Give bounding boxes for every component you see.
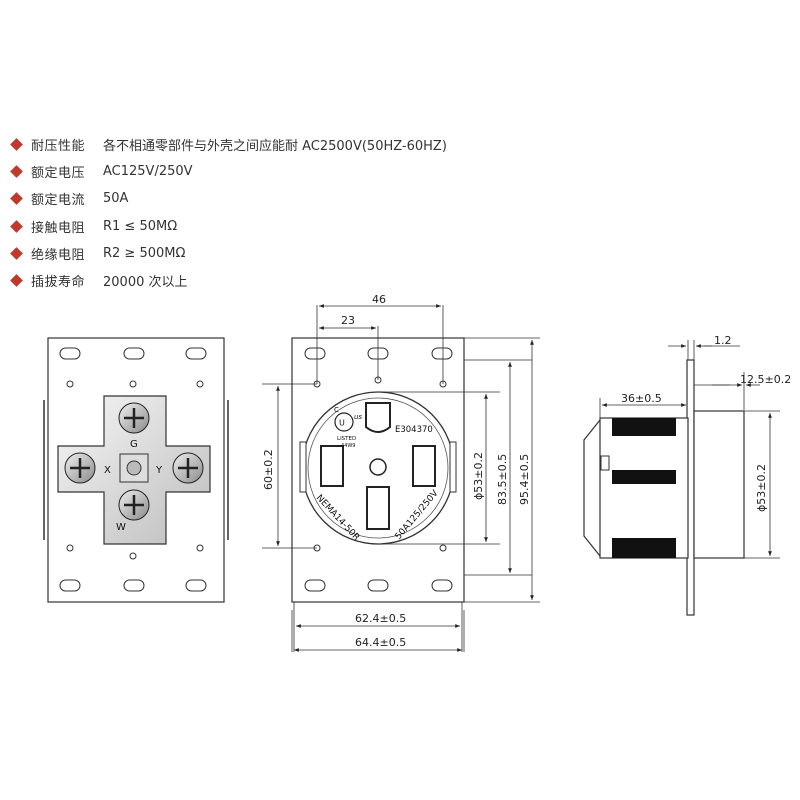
face-side-tab [449, 441, 457, 493]
svg-text:U: U [339, 419, 345, 428]
spec-list: 耐压性能 各不相通零部件与外壳之间应能耐 AC2500V(50HZ-60HZ) … [8, 131, 447, 294]
side-band [612, 538, 676, 558]
spec-value: 50A [103, 191, 129, 207]
spec-row: 绝缘电阻 R2 ≥ 500MΩ [8, 240, 447, 267]
ground-slot [365, 402, 391, 433]
side-band [612, 470, 676, 484]
side-dim-lines [599, 340, 780, 559]
dim-width-inner: 23 [341, 314, 355, 327]
mounting-slot [431, 347, 453, 360]
front-view: U us C LISTED 44W9 E304370 NEMA14-50R 50… [262, 293, 540, 652]
side-clip [600, 455, 610, 471]
spec-label: 接触电阻 [31, 220, 86, 236]
side-flange [693, 410, 745, 559]
terminal-label-g: G [130, 439, 138, 450]
spec-label: 额定电流 [31, 193, 86, 209]
side-back-cap [583, 419, 601, 557]
face-side-tab [299, 441, 307, 493]
dim-diameter: ϕ53±0.2 [472, 452, 485, 500]
mounting-slot [304, 347, 326, 360]
svg-text:us: us [354, 413, 362, 421]
mounting-slot [185, 579, 207, 592]
spec-label: 额定电压 [31, 166, 86, 182]
mounting-slot [367, 579, 389, 592]
back-holes [66, 380, 204, 560]
listed-text: LISTED [337, 436, 356, 442]
dim-width-top: 46 [372, 293, 386, 306]
back-view: G W X Y [43, 337, 229, 603]
mounting-slot [431, 579, 453, 592]
center-screw-hole [369, 458, 387, 476]
spec-row: 额定电压 AC125V/250V [8, 158, 447, 185]
ul-logo: U us C [334, 406, 362, 432]
hot-slot-y [412, 445, 436, 487]
dim-width-bottom-inner: 62.4±0.5 [355, 612, 406, 625]
spec-row: 接触电阻 R1 ≤ 50MΩ [8, 213, 447, 240]
terminal-label-w: W [116, 522, 126, 533]
terminal-label-x: X [104, 465, 111, 476]
terminal-screw-x [64, 452, 96, 484]
dim-side-diameter: ϕ53±0.2 [755, 464, 768, 512]
dim-flange: 12.5±0.2 [740, 373, 791, 386]
awg-text: 44W9 [341, 443, 356, 449]
spec-value: R2 ≥ 500MΩ [103, 245, 186, 261]
spec-row: 耐压性能 各不相通零部件与外壳之间应能耐 AC2500V(50HZ-60HZ) [8, 131, 447, 158]
spec-label: 耐压性能 [31, 139, 86, 155]
terminal-screw-w [118, 489, 150, 521]
side-body [599, 417, 689, 559]
terminal-screw-g [118, 402, 150, 434]
mounting-slot [185, 347, 207, 360]
mounting-slot [59, 347, 81, 360]
center-hole [126, 460, 142, 476]
side-band [612, 418, 676, 436]
spec-value: 20000 次以上 [103, 275, 188, 291]
spec-row: 插拔寿命 20000 次以上 [8, 267, 447, 294]
receptacle-inner-ring [307, 397, 449, 539]
mounting-slot [123, 579, 145, 592]
dim-height-left: 60±0.2 [262, 449, 275, 490]
dim-width-bottom-outer: 64.4±0.5 [355, 636, 406, 649]
spec-row: 额定电流 50A [8, 185, 447, 212]
spec-value: R1 ≤ 50MΩ [103, 218, 178, 234]
dim-height-mid: 83.5±0.5 [496, 454, 509, 505]
spec-value: AC125V/250V [103, 164, 193, 180]
svg-text:C: C [334, 406, 339, 414]
mounting-slot [123, 347, 145, 360]
terminal-label-y: Y [155, 465, 163, 476]
terminal-screw-y [172, 452, 204, 484]
side-view: 1.2 12.5±0.2 36±0.5 ϕ53±0.2 [583, 334, 791, 616]
spec-label: 绝缘电阻 [31, 247, 86, 263]
front-dim-lines [262, 304, 540, 652]
dim-plate-thickness: 1.2 [714, 334, 732, 347]
spec-value: 各不相通零部件与外壳之间应能耐 AC2500V(50HZ-60HZ) [103, 139, 447, 155]
cert-number: E304370 [395, 425, 433, 435]
mounting-slot [59, 579, 81, 592]
spec-label: 插拔寿命 [31, 275, 86, 291]
neutral-slot [366, 486, 390, 530]
hot-slot-x [320, 445, 344, 487]
mounting-slot [304, 579, 326, 592]
dim-height-total: 95.4±0.5 [518, 454, 531, 505]
dim-depth: 36±0.5 [621, 392, 662, 405]
